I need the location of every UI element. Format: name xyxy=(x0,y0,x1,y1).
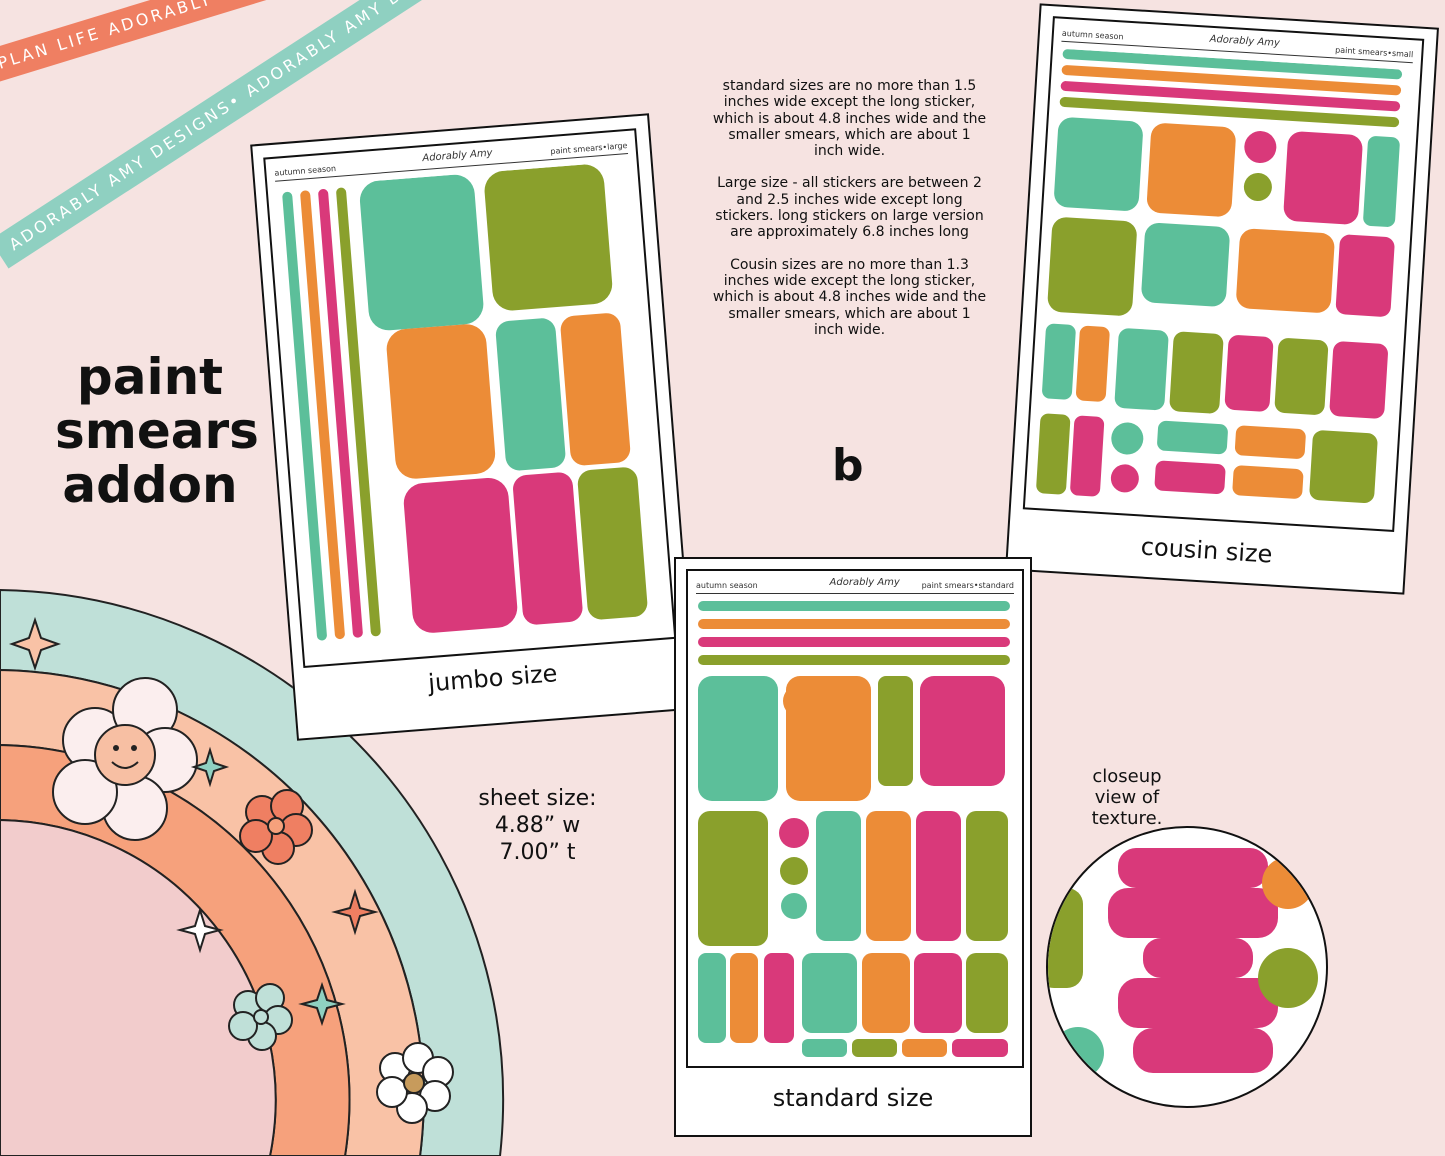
paint-smear-stickers xyxy=(282,164,648,641)
sparkle-icon xyxy=(176,906,224,954)
title-line-2: smears xyxy=(55,402,259,460)
standard-sheet-card: autumn season Adorably Amy paint smears•… xyxy=(674,557,1032,1137)
paint-smear-stickers xyxy=(1036,49,1403,504)
sheet-height: 7.00” t xyxy=(499,840,576,865)
sheet-collection-label: autumn season xyxy=(696,581,758,590)
standard-caption: standard size xyxy=(772,1084,934,1112)
rainbow-illustration xyxy=(0,588,505,1156)
sheet-collection-label: autumn season xyxy=(1061,28,1124,42)
title-line-1: paint xyxy=(76,348,224,406)
sheet-size-info: sheet size: 4.88” w 7.00” t xyxy=(470,785,605,866)
sticker-sheet: autumn season Adorably Amy paint smears•… xyxy=(686,569,1024,1068)
closeup-label: closeup view of texture. xyxy=(1078,766,1176,829)
product-title: paint smears addon xyxy=(55,348,259,514)
sparkle-icon xyxy=(190,746,230,788)
flower-icon xyxy=(239,789,313,865)
daisy-icon xyxy=(376,1042,454,1124)
flower-icon xyxy=(228,983,293,1051)
sheet-product-label: paint smears•small xyxy=(1334,45,1414,60)
sheet-brand-logo: Adorably Amy xyxy=(1209,33,1281,50)
closeup-line-3: texture. xyxy=(1091,808,1163,829)
sheet-width: 4.88” w xyxy=(494,813,581,838)
sheet-product-label: paint smears•standard xyxy=(921,581,1014,590)
cousin-caption: cousin size xyxy=(1140,532,1274,569)
sheet-header: autumn season Adorably Amy paint smears•… xyxy=(696,577,1014,593)
sticker-sheet: autumn season Adorably Amy paint smears•… xyxy=(263,128,677,669)
sticker-sheet: autumn season Adorably Amy paint smears•… xyxy=(1022,16,1425,532)
closeup-line-1: closeup xyxy=(1092,766,1162,787)
cousin-sheet-card: autumn season Adorably Amy paint smears•… xyxy=(1005,3,1439,595)
paint-smear-stickers xyxy=(698,601,1010,1057)
header-divider xyxy=(696,593,1014,594)
sheet-brand-logo: Adorably Amy xyxy=(422,147,493,165)
smiley-flower-icon xyxy=(52,677,198,841)
sheet-size-label: sheet size: xyxy=(478,786,597,811)
variant-letter: b xyxy=(832,440,864,491)
sparkle-icon xyxy=(298,981,346,1027)
sparkle-icon xyxy=(331,888,379,936)
sparkle-icon xyxy=(8,616,62,672)
title-line-3: addon xyxy=(62,456,238,514)
texture-closeup-image xyxy=(1048,848,1318,1079)
standard-size-note: standard sizes are no more than 1.5 inch… xyxy=(712,78,987,160)
closeup-line-2: view of xyxy=(1094,787,1160,808)
texture-closeup-circle xyxy=(1046,826,1328,1108)
cousin-size-note: Cousin sizes are no more than 1.3 inches… xyxy=(712,256,987,338)
sheet-brand-logo: Adorably Amy xyxy=(829,577,900,588)
jumbo-sheet-card: autumn season Adorably Amy paint smears•… xyxy=(250,113,696,741)
large-size-note: Large size - all stickers are between 2 … xyxy=(715,175,984,241)
size-description: standard sizes are no more than 1.5 inch… xyxy=(712,78,987,354)
